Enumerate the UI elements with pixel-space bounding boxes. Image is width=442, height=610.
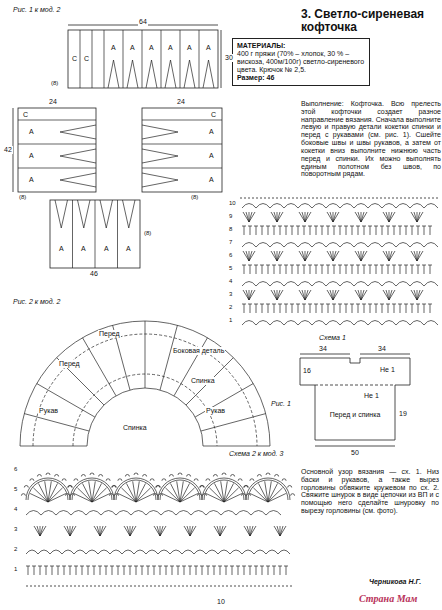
lower-piece <box>50 200 140 268</box>
garment-region: Перед и спинка <box>318 410 392 420</box>
materials-heading: МАТЕРИАЛЫ: <box>237 42 365 50</box>
strip-lines <box>18 120 222 187</box>
part-name: Боковая деталь <box>172 347 225 355</box>
watermark: Страна Мам <box>358 593 418 604</box>
row-number: 3 <box>13 526 18 533</box>
row-count: (8) <box>50 80 59 87</box>
dimension: 34 <box>377 345 387 353</box>
part-letter: А <box>28 176 35 184</box>
author-name: Черникова Н.Г. <box>368 578 422 586</box>
figure-title: Рис. 1 <box>270 400 292 408</box>
dimension: 34 <box>318 345 328 353</box>
chart-stitches <box>21 473 294 575</box>
row-number: 3 <box>228 291 233 298</box>
row-number: 10 <box>228 200 237 207</box>
part-name: Спинка <box>190 377 216 385</box>
row-number: 9 <box>228 213 233 220</box>
dimension: 30 <box>224 54 234 62</box>
part-letter: С <box>83 55 90 63</box>
chart-title: Схема 1 <box>318 334 347 342</box>
dimension-line <box>221 30 222 88</box>
row-number: 2 <box>228 304 233 311</box>
fan-band <box>33 334 257 446</box>
part-name: Рукав <box>38 407 59 415</box>
dimension: 24 <box>48 98 58 106</box>
figure-title: Рис. 1 к мод. 2 <box>12 6 61 14</box>
chart-stitches <box>242 204 438 326</box>
part-letter: А <box>167 44 174 52</box>
part-letter: А <box>28 152 35 160</box>
region-label: Перед и спинка <box>319 411 391 419</box>
row-count: (8) <box>18 194 27 201</box>
row-number: 6 <box>13 466 18 473</box>
yoke-piece <box>68 30 218 88</box>
part-letter: А <box>208 152 215 160</box>
part-name: Перед <box>98 330 121 338</box>
materials-text: 400 г пряжи (70% – хлопок, 30 % – вискоз… <box>237 50 365 74</box>
dimension-line <box>315 446 395 447</box>
garment-outline <box>300 358 410 440</box>
row-number: 4 <box>228 278 233 285</box>
part-letter: А <box>205 44 212 52</box>
row-number: 5 <box>228 265 233 272</box>
row-number: 1 <box>228 317 233 324</box>
part-letter: А <box>208 176 215 184</box>
row-number: 2 <box>13 546 18 553</box>
seam-line <box>315 385 395 386</box>
part-letter: А <box>208 128 215 136</box>
heading: 3. Светло-сиреневая кофточка <box>300 8 442 35</box>
dimension: 24 <box>176 98 186 106</box>
chart-border <box>240 198 440 199</box>
part-name: Спинка <box>122 424 148 432</box>
strip-lines <box>55 200 135 268</box>
part-letter: С <box>22 111 29 119</box>
dimension: 16 <box>302 367 312 375</box>
dimension: 42 <box>3 146 13 154</box>
materials-box: МАТЕРИАЛЫ:400 г пряжи (70% – хлопок, 30 … <box>232 38 370 86</box>
sleeve-piece <box>142 108 222 192</box>
chart-title: Схема 2 к мод. 3 <box>228 450 284 458</box>
part-letter: А <box>80 245 87 253</box>
sleeve-piece <box>18 108 96 192</box>
dimension: 19 <box>398 410 408 418</box>
dimension-line <box>300 354 350 355</box>
row-count: (8) <box>143 230 152 237</box>
body-text: Основной узор вязания — сх. 1. Низ баски… <box>300 468 440 515</box>
part-letter: А <box>129 44 136 52</box>
row-number: 6 <box>228 252 233 259</box>
dimension: 46 <box>89 270 99 278</box>
figure-title: Рис. 2 к мод. 2 <box>12 298 61 306</box>
fan-outline <box>20 321 270 446</box>
row-number: 7 <box>228 239 233 246</box>
part-name: Перед <box>58 360 81 368</box>
row-number: 8 <box>228 226 233 233</box>
dimension: 50 <box>350 449 360 457</box>
part-letter: А <box>186 44 193 52</box>
dimension-line <box>360 354 410 355</box>
part-letter: А <box>103 245 110 253</box>
part-letter: А <box>28 128 35 136</box>
dimension: Не 1 <box>379 366 396 374</box>
part-letter: С <box>210 111 217 119</box>
page-number: 10 <box>216 598 226 606</box>
dimension: Не 1 <box>363 392 380 400</box>
part-letter: А <box>110 44 117 52</box>
dimension: 64 <box>138 18 148 26</box>
strip-lines <box>80 30 214 88</box>
row-number: 4 <box>13 506 18 513</box>
part-letter: А <box>58 245 65 253</box>
row-number: 5 <box>13 486 18 493</box>
part-letter: С <box>71 55 78 63</box>
part-letter: А <box>148 44 155 52</box>
row-count: (8) <box>190 194 199 201</box>
chart-border <box>26 586 292 587</box>
materials-heading: Размер: 46 <box>237 74 365 82</box>
body-text: Выполнение: Кофточка. Всю прелесть этой … <box>300 100 442 178</box>
part-name: Рукав <box>205 407 226 415</box>
part-letter: А <box>125 245 132 253</box>
row-number: 1 <box>13 566 18 573</box>
